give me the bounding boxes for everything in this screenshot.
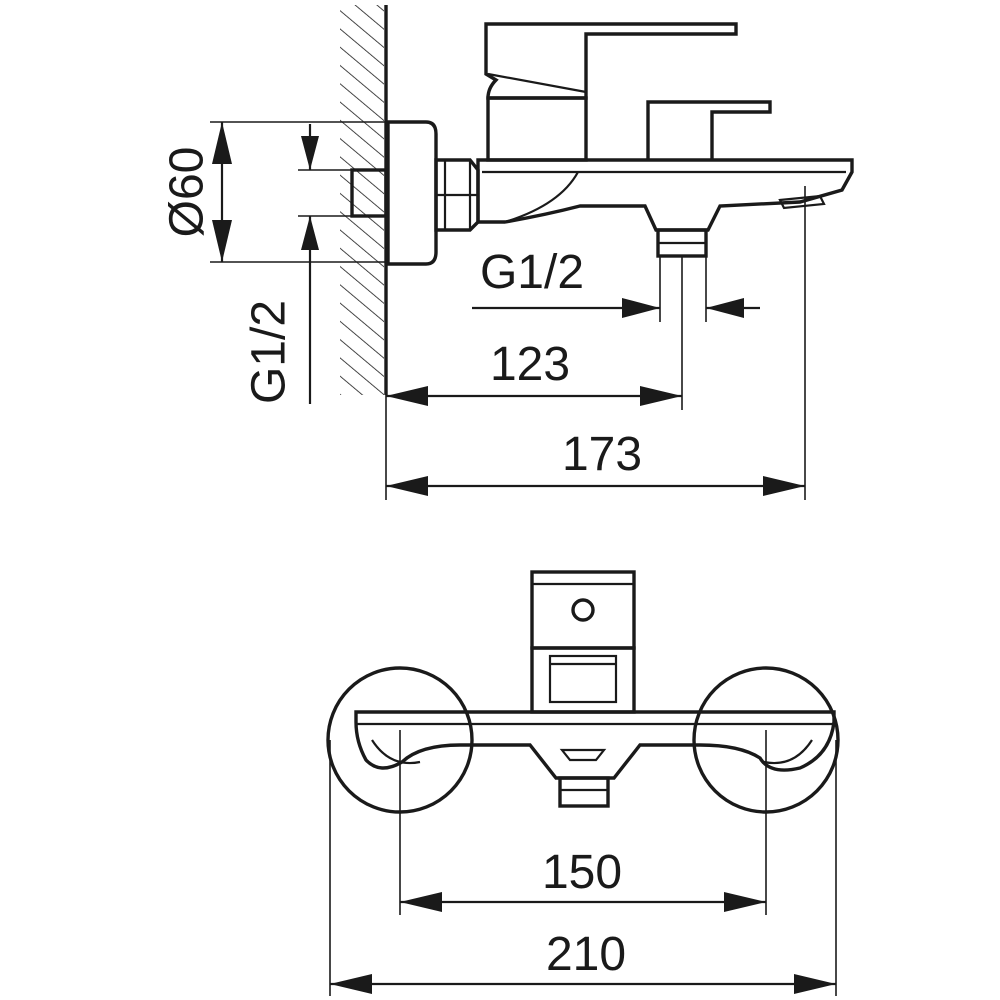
side-view: Ø60 G1/2 G1/2 1 <box>161 5 854 500</box>
dim-173-label: 173 <box>562 428 642 481</box>
dim-diameter-60-label: Ø60 <box>161 147 214 238</box>
lever-handle-side <box>484 22 738 162</box>
outlet-connection-front <box>558 776 610 808</box>
mixer-body-front <box>354 710 836 780</box>
front-view: 150 210 <box>326 570 840 996</box>
dim-210-label: 210 <box>546 928 626 981</box>
dim-outlet-thread-label: G1/2 <box>480 246 584 299</box>
lever-handle-front <box>530 570 636 714</box>
mixer-body-side <box>476 158 854 232</box>
dim-wall-thread: G1/2 <box>243 124 352 404</box>
dim-150: 150 <box>399 730 767 915</box>
dim-150-label: 150 <box>542 846 622 899</box>
hex-connector <box>434 158 480 232</box>
escutcheon-side <box>386 120 438 266</box>
wall-hatch <box>340 5 384 395</box>
dim-173: 173 <box>386 186 806 500</box>
lever-screw-icon <box>571 598 595 622</box>
diverter-knob-side <box>646 100 772 160</box>
dim-123: 123 <box>385 256 683 500</box>
outlet-connection-side <box>656 228 708 258</box>
dim-outlet-thread: G1/2 <box>472 246 760 322</box>
dim-diameter-60: Ø60 <box>161 121 388 263</box>
dim-210: 210 <box>329 740 837 996</box>
dim-123-label: 123 <box>490 338 570 391</box>
wall-pipe-stub <box>350 168 388 218</box>
dim-wall-thread-label: G1/2 <box>243 300 296 404</box>
spout-tip-front <box>559 748 607 762</box>
